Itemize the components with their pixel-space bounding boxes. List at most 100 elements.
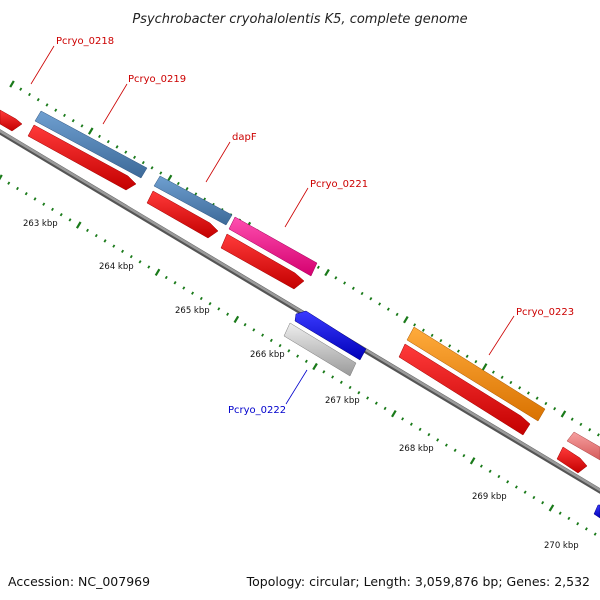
inner-tick-57 [497, 474, 501, 479]
inner-tick-51 [444, 443, 448, 447]
outer-tick-3 [36, 98, 40, 102]
gene-block-pcryo-0223-cds[interactable] [398, 343, 531, 436]
inner-tick-16 [138, 260, 142, 264]
outer-tick-51 [456, 349, 460, 353]
inner-tick-50 [436, 438, 440, 442]
outer-tick-7 [71, 119, 75, 123]
outer-tick-37 [334, 276, 338, 280]
inner-tick-53 [462, 453, 466, 458]
inner-tick-62 [541, 501, 545, 505]
inner-tick-0 [0, 174, 3, 181]
outer-tick-56 [500, 375, 504, 379]
outer-tick-2 [28, 92, 31, 97]
inner-tick-21 [182, 286, 186, 290]
gene-label-pcryo-0223[interactable]: Pcryo_0223 [516, 307, 574, 318]
inner-tick-64 [558, 511, 562, 515]
gene-block-pcryo-0218-cds[interactable] [0, 109, 23, 132]
gene-block-pcryo-0221[interactable] [228, 216, 318, 277]
gene-block-pcryo-0219-cds[interactable] [27, 124, 137, 191]
gene-label-dapf[interactable]: dapF [232, 132, 257, 143]
inner-tick-49 [427, 432, 431, 437]
gene-block-pcryo-0219[interactable] [34, 110, 148, 179]
inner-tick-45 [391, 410, 397, 418]
outer-tick-12 [115, 145, 119, 149]
inner-tick-65 [567, 516, 571, 521]
outer-tick-55 [491, 370, 495, 374]
inner-tick-1 [7, 181, 11, 185]
outer-tick-14 [133, 155, 137, 159]
inner-tick-9 [75, 221, 82, 229]
inner-tick-56 [488, 469, 492, 473]
inner-tick-66 [576, 522, 580, 526]
gene-block-pcryo-0223[interactable] [406, 326, 546, 422]
inner-tick-42 [366, 396, 370, 400]
inner-tick-29 [252, 328, 256, 332]
inner-tick-59 [514, 485, 518, 489]
outer-tick-5 [54, 108, 58, 112]
inner-tick-18 [154, 268, 161, 276]
inner-tick-60 [523, 490, 527, 494]
gene-labels: Pcryo_0218 Pcryo_0219 dapF Pcryo_0221 Pc… [56, 36, 574, 416]
inner-tick-44 [383, 406, 387, 411]
inner-tick-12 [103, 239, 107, 243]
gene-block-pcryo-0222-shadow [283, 322, 357, 377]
inner-tick-23 [199, 296, 203, 301]
inner-tick-11 [94, 233, 98, 238]
inner-tick-43 [374, 401, 378, 405]
genome-backbone [0, 129, 600, 494]
outer-tick-16 [150, 166, 154, 170]
inner-tick-48 [418, 427, 422, 432]
gene-label-pcryo-0222[interactable]: Pcryo_0222 [228, 405, 286, 416]
gene-block-pcryo-0221-cds[interactable] [220, 233, 305, 290]
outer-tick-45 [403, 316, 409, 324]
gene-label-pcryo-0221[interactable]: Pcryo_0221 [310, 179, 368, 190]
gene-label-pcryo-0219[interactable]: Pcryo_0219 [128, 74, 186, 85]
inner-tick-7 [59, 213, 63, 217]
outer-tick-20 [185, 187, 189, 191]
tick-label-265: 265 kbp [175, 306, 210, 316]
inner-tick-52 [453, 448, 457, 452]
outer-tick-59 [526, 391, 530, 395]
outer-tick-8 [80, 124, 84, 128]
outer-tick-15 [141, 160, 145, 165]
outer-tick-44 [395, 312, 399, 317]
outer-tick-10 [98, 134, 101, 139]
gene-features [0, 109, 600, 519]
gene-block-pcryo-0222[interactable] [294, 310, 367, 361]
tick-label-268: 268 kbp [399, 444, 434, 454]
inner-tick-61 [532, 495, 536, 500]
tick-label-264: 264 kbp [99, 262, 134, 272]
outer-tick-9 [87, 127, 94, 135]
gene-block-dapf-cds[interactable] [146, 190, 219, 239]
outer-tick-39 [351, 286, 355, 290]
outer-tick-62 [553, 407, 557, 411]
outer-tick-42 [378, 302, 382, 306]
outer-tick-63 [560, 410, 567, 418]
gene-block-dapf[interactable] [153, 175, 233, 226]
outer-tick-6 [63, 113, 66, 118]
outer-tick-48 [430, 333, 434, 338]
outer-tick-4 [45, 103, 49, 107]
gene-block-next-cds[interactable] [556, 446, 588, 474]
inner-tick-41 [357, 391, 361, 395]
inner-tick-67 [584, 527, 588, 531]
inner-tick-14 [121, 249, 125, 253]
inner-tick-46 [401, 417, 405, 421]
callout-lines [30, 45, 515, 405]
outer-tick-46 [413, 323, 417, 327]
outer-tick-13 [124, 150, 128, 154]
outer-tick-53 [474, 359, 478, 364]
inner-tick-34 [296, 354, 300, 358]
callout-pcryo-0221 [284, 187, 309, 228]
gene-label-pcryo-0218[interactable]: Pcryo_0218 [56, 36, 114, 47]
tick-labels: 263 kbp 264 kbp 265 kbp 266 kbp 267 kbp … [23, 219, 579, 551]
inner-tick-54 [469, 457, 476, 465]
gene-block-next-reverse[interactable] [593, 504, 600, 519]
inner-tick-17 [147, 265, 151, 269]
inner-tick-2 [16, 186, 19, 191]
inner-tick-37 [322, 370, 326, 374]
gene-block-next-forward[interactable] [566, 431, 600, 461]
outer-tick-ring [9, 80, 600, 437]
outer-tick-11 [106, 139, 110, 144]
outer-tick-61 [544, 401, 548, 406]
